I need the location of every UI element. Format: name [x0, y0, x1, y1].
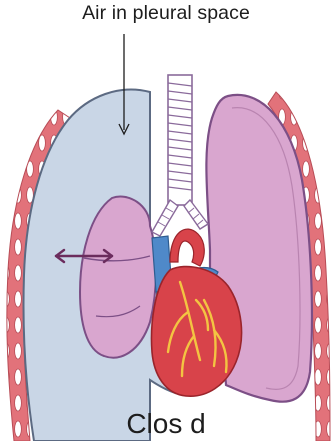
- heart: [152, 267, 242, 397]
- callout-label: Air in pleural space: [0, 2, 332, 25]
- caption-text: Clos d: [0, 408, 332, 440]
- aortic-arch: [170, 229, 204, 266]
- trachea: [152, 75, 208, 236]
